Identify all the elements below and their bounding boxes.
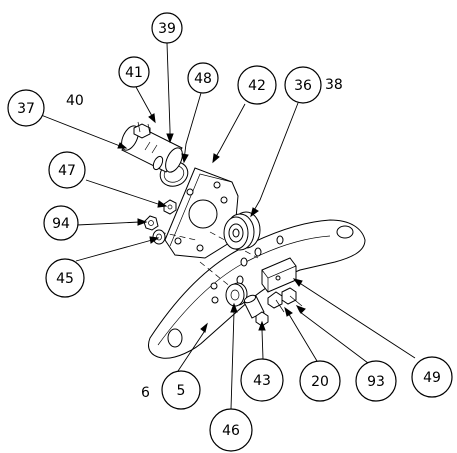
mounting-block xyxy=(261,257,297,293)
balloon-47: 47 xyxy=(48,151,86,189)
bearing-46 xyxy=(225,282,248,307)
bracket-hole-right xyxy=(336,225,354,239)
balloon-36-label: 36 xyxy=(294,78,312,94)
balloon-94: 94 xyxy=(43,205,79,241)
plate-center-bore xyxy=(188,199,218,229)
balloon-93: 93 xyxy=(355,360,397,402)
balloon-45-label: 45 xyxy=(56,271,74,287)
balloon-46: 46 xyxy=(209,408,253,452)
balloon-93-label: 93 xyxy=(367,374,385,390)
nut-94 xyxy=(143,215,159,231)
balloon-94-label: 94 xyxy=(52,216,70,232)
balloon-47-label: 47 xyxy=(58,163,76,179)
washer-45 xyxy=(152,229,166,245)
actuator-cylinder xyxy=(121,121,183,173)
leader-arrowheads xyxy=(117,113,306,333)
label-6: 6 xyxy=(141,385,150,401)
balloon-39-label: 39 xyxy=(158,21,176,37)
balloon-20-label: 20 xyxy=(311,374,329,390)
balloon-48-label: 48 xyxy=(194,71,212,87)
balloon-46-label: 46 xyxy=(222,423,240,439)
spacer-43 xyxy=(243,294,269,327)
balloon-49: 49 xyxy=(411,356,453,398)
label-38: 38 xyxy=(325,77,343,93)
pulley xyxy=(223,211,261,251)
screw-20 xyxy=(267,291,285,313)
label-40: 40 xyxy=(66,93,84,109)
balloon-48: 48 xyxy=(187,62,219,94)
screw-93 xyxy=(281,287,303,307)
bracket-hole-left xyxy=(167,328,183,348)
balloon-41: 41 xyxy=(118,56,150,88)
balloon-20: 20 xyxy=(299,360,341,402)
balloon-45: 45 xyxy=(45,258,85,298)
balloon-39: 39 xyxy=(151,12,183,44)
balloon-37-label: 37 xyxy=(17,101,35,117)
balloon-41-label: 41 xyxy=(125,65,143,81)
balloon-43-label: 43 xyxy=(253,373,271,389)
balloon-49-label: 49 xyxy=(423,370,441,386)
balloon-42: 42 xyxy=(237,65,277,105)
balloon-5: 5 xyxy=(161,370,201,410)
mounting-plate xyxy=(164,167,239,259)
balloon-37: 37 xyxy=(7,89,45,127)
balloon-43: 43 xyxy=(240,358,284,402)
balloon-5-label: 5 xyxy=(177,383,186,399)
balloon-42-label: 42 xyxy=(248,78,266,94)
nut-47 xyxy=(163,199,177,215)
balloon-36: 36 xyxy=(284,66,322,104)
